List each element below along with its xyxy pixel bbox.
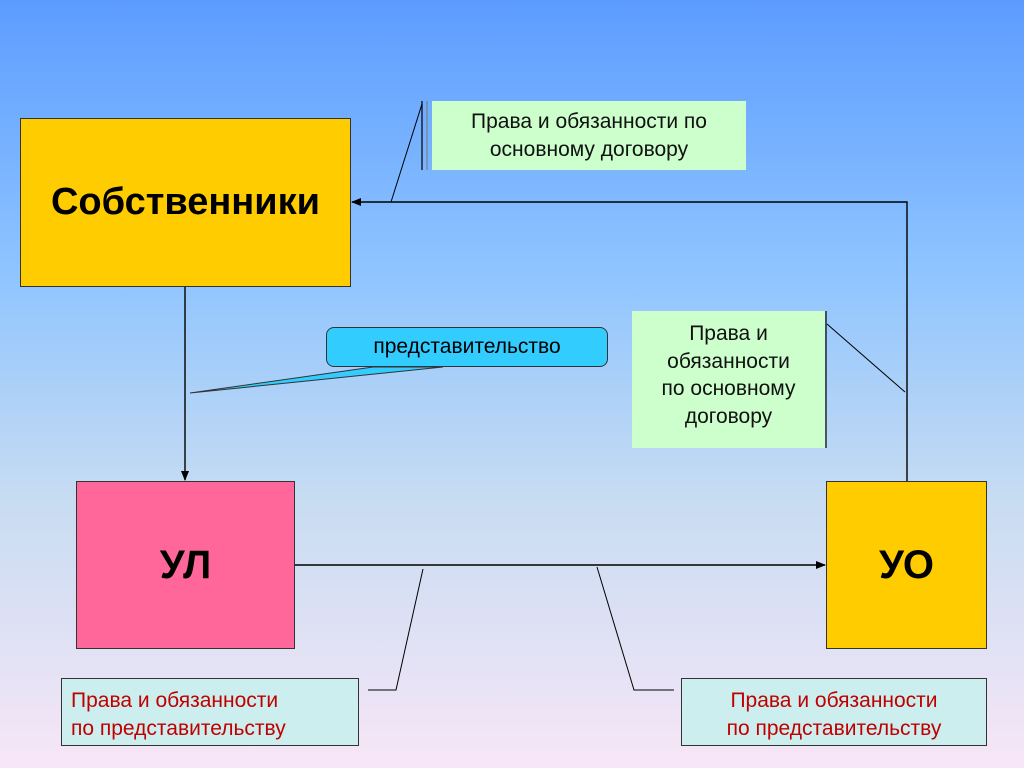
- ul-label: УЛ: [159, 542, 212, 587]
- leader-bottom-right-note: [596, 566, 674, 691]
- note-line: обязанности: [667, 349, 790, 373]
- note-main-contract-top: Права и обязанности по основному договор…: [432, 101, 746, 170]
- uo-box: УО: [826, 481, 987, 649]
- uo-label: УО: [879, 542, 934, 587]
- note-line: Права и: [689, 322, 768, 345]
- note-line: договору: [684, 405, 773, 429]
- leader-bottom-left-note: [368, 568, 424, 691]
- arrow-uo-to-owners: [351, 198, 908, 481]
- representation-label: представительство: [373, 335, 561, 358]
- representation-pointer: [189, 366, 444, 394]
- note-line: Права и обязанности: [730, 689, 938, 712]
- note-representation-left: Права и обязанности по представительству: [61, 678, 359, 746]
- owners-label: Собственники: [50, 181, 320, 223]
- leader-top-note: [390, 103, 423, 203]
- owners-box: Собственники: [20, 118, 351, 287]
- note-line: по представительству: [71, 716, 286, 740]
- note-line: по представительству: [726, 716, 942, 740]
- note-line: Права и обязанности: [71, 689, 279, 712]
- note-line: по основному: [661, 377, 796, 401]
- leader-middle-note: [826, 323, 906, 393]
- representation-callout: представительство: [326, 327, 608, 367]
- ul-box: УЛ: [76, 481, 295, 649]
- note-representation-right: Права и обязанности по представительству: [681, 678, 987, 746]
- note-main-contract-middle: Права и обязанности по основному договор…: [632, 311, 825, 448]
